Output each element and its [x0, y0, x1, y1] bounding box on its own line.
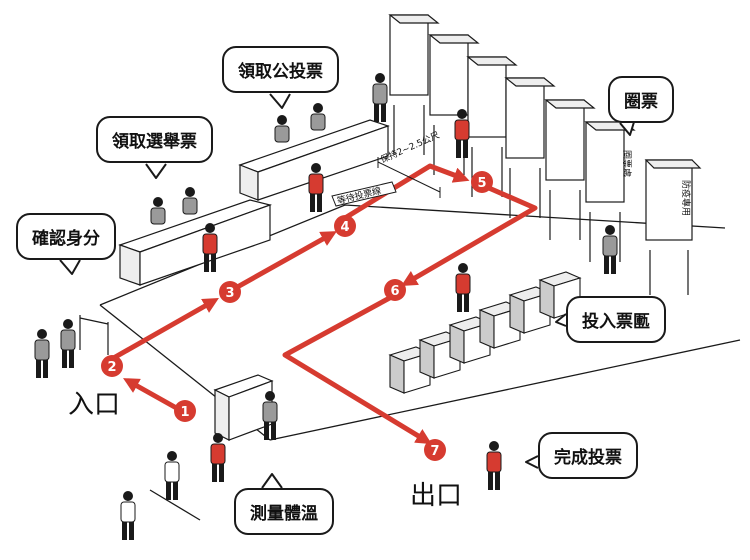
step-badge-5: 5	[471, 171, 493, 193]
svg-text:3: 3	[225, 286, 234, 301]
callout-cast-area: 投入票匭	[566, 296, 666, 343]
callout-confirm-identity: 確認身分	[16, 213, 116, 260]
booth-label-vote: 圈票處	[621, 150, 633, 177]
waiting-line-label: 等待投票線	[336, 184, 383, 207]
svg-text:1: 1	[180, 405, 189, 420]
callout-collect-referendum: 領取公投票	[222, 46, 339, 93]
step-badge-6: 6	[384, 279, 406, 301]
distance-marker	[331, 157, 441, 207]
svg-text:4: 4	[340, 220, 349, 235]
voting-booths	[388, 14, 702, 295]
step-badges: 1 2 3 4 5 6 7	[101, 171, 493, 461]
entrance-label: 入口	[68, 390, 121, 420]
svg-text:6: 6	[390, 284, 399, 299]
step-badge-4: 4	[334, 215, 356, 237]
flow-route	[107, 163, 538, 445]
callout-measure-temp: 測量體溫	[234, 488, 334, 535]
booth-label-epidemic: 防疫專用	[680, 180, 692, 216]
svg-text:2: 2	[107, 360, 116, 375]
step-badge-2: 2	[101, 355, 123, 377]
ballot-boxes	[388, 271, 582, 394]
callout-mark-ballot: 圈票	[608, 76, 674, 123]
step-badge-3: 3	[219, 281, 241, 303]
svg-text:5: 5	[477, 176, 486, 191]
callout-finish-vote: 完成投票	[538, 432, 638, 479]
exit-label: 出口	[410, 481, 463, 511]
svg-text:7: 7	[430, 444, 439, 459]
step-badge-7: 7	[424, 439, 446, 461]
entrance-rope	[79, 315, 109, 355]
step-badge-1: 1	[174, 400, 196, 422]
callout-tails	[59, 93, 635, 489]
temperature-desk	[213, 374, 274, 441]
callout-collect-ballot: 領取選舉票	[96, 116, 213, 163]
